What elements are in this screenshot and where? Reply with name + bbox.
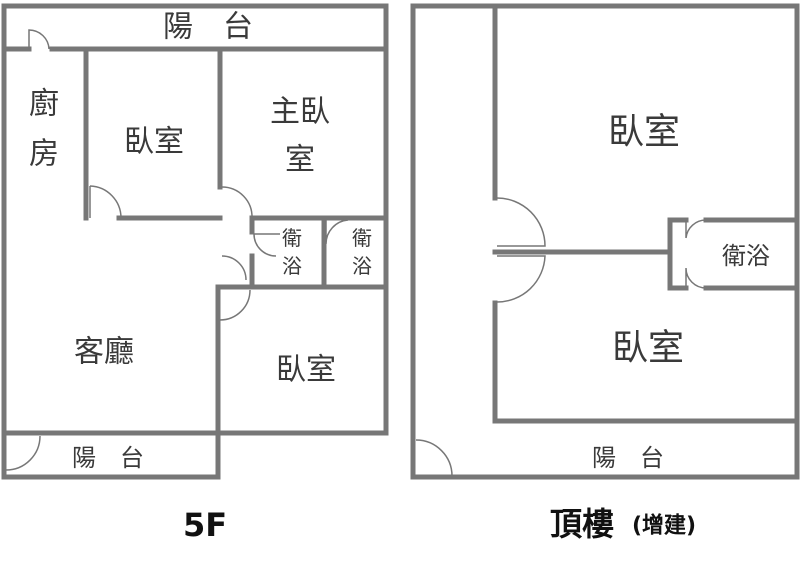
label-5f-master-2: 室 <box>285 143 315 178</box>
door-5f-master <box>221 186 253 219</box>
door-roof-bedroom-top <box>496 197 546 247</box>
door-5f-balcony-bottom <box>5 435 41 471</box>
door-5f-bath-a <box>253 233 280 257</box>
label-5f-bedroom-2: 臥室 <box>276 353 336 388</box>
wall-5f-outer <box>1 3 389 480</box>
plan-roof: 臥室 衛浴 臥室 陽 台 頂樓 (增建) <box>410 3 800 543</box>
label-roof-balcony: 陽 台 <box>592 444 664 472</box>
door-roof-balcony <box>415 439 453 477</box>
label-5f-kitchen-1: 廚 <box>29 87 59 122</box>
label-5f-balcony-top: 陽 台 <box>163 10 253 45</box>
caption-roof-note: (增建) <box>632 513 696 539</box>
door-roof-bath-bottom <box>685 267 707 289</box>
plan-5f: 陽 台 廚 房 臥室 主臥 室 衛 浴 衛 浴 客廳 臥室 陽 台 5F <box>1 3 389 544</box>
caption-5f: 5F <box>183 506 227 544</box>
door-5f-bedroom1 <box>89 185 122 219</box>
wall-roof-outer <box>410 3 800 480</box>
door-5f-bedroom2 <box>219 289 251 321</box>
label-5f-master-1: 主臥 <box>270 95 330 130</box>
label-roof-bathroom: 衛浴 <box>722 242 770 270</box>
label-roof-bedroom-top: 臥室 <box>608 112 680 153</box>
label-5f-living-room: 客廳 <box>74 335 134 370</box>
label-5f-balcony-bottom: 陽 台 <box>72 444 144 472</box>
caption-roof: 頂樓 <box>550 505 614 543</box>
door-roof-bedroom-bottom <box>496 255 546 303</box>
label-5f-bath-a-1: 衛 <box>282 226 302 250</box>
label-5f-kitchen-2: 房 <box>29 137 59 172</box>
door-roof-bath-top <box>685 219 707 239</box>
label-5f-bedroom-1: 臥室 <box>124 125 184 160</box>
label-5f-bath-b-2: 浴 <box>352 254 372 278</box>
door-5f-bath-b <box>325 219 349 245</box>
door-5f-hall <box>221 255 247 281</box>
label-5f-bath-b-1: 衛 <box>352 226 372 250</box>
label-roof-bedroom-bottom: 臥室 <box>612 328 684 369</box>
wall-roof-bath <box>667 217 800 291</box>
label-5f-bath-a-2: 浴 <box>282 254 302 278</box>
door-5f-balcony <box>28 29 50 50</box>
